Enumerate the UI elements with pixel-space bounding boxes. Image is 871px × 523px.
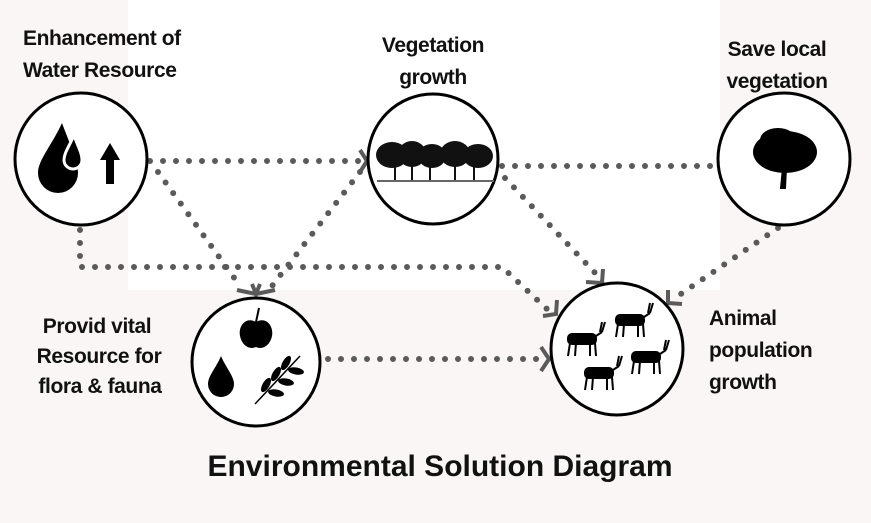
node-provide-vital-resource: Provid vital Resource for flora & fauna: [37, 296, 322, 428]
arrowhead: [585, 268, 605, 286]
arrowhead: [542, 299, 559, 318]
connectors: [77, 148, 781, 373]
save-label-line1: Save local: [728, 38, 827, 61]
arrowhead: [539, 345, 552, 373]
vegetation-label-line2: growth: [399, 66, 467, 89]
provide-label-line2: Resource for: [37, 345, 162, 368]
water-label-line1: Enhancement of: [23, 27, 182, 50]
animal-label-line2: population: [709, 339, 812, 362]
animal-label-line3: growth: [709, 371, 777, 394]
water-label-line2: Water Resource: [23, 59, 177, 82]
connector-save-to-animal: [669, 225, 781, 303]
arrowhead: [666, 290, 683, 306]
water-drops-up-arrow-icon: [38, 123, 120, 193]
provide-label-line3: flora & fauna: [38, 375, 162, 398]
apple-drop-leaf-icon: [208, 307, 304, 405]
tree-row-icon: [376, 141, 494, 182]
connector-vegetation-to-provide: [269, 169, 363, 289]
diagram-title: Environmental Solution Diagram: [207, 450, 672, 483]
node-water-resource: Enhancement of Water Resource: [13, 27, 183, 227]
tree-icon: [753, 128, 817, 189]
connector-water-to-animal: [77, 227, 551, 313]
antelope-herd-icon: [567, 302, 670, 391]
save-label-line2: vegetation: [726, 70, 827, 93]
node-animal-population-growth: Animal population growth: [549, 281, 813, 417]
vegetation-label-line1: Vegetation: [382, 34, 484, 57]
node-save-local-vegetation: Save local vegetation: [716, 38, 852, 227]
animal-label-line1: Animal: [709, 307, 777, 330]
node-vegetation-growth: Vegetation growth: [366, 34, 500, 226]
arrowhead: [236, 283, 276, 300]
provide-label-line1: Provid vital: [43, 315, 151, 338]
connector-vegetation-to-animal: [502, 175, 601, 279]
